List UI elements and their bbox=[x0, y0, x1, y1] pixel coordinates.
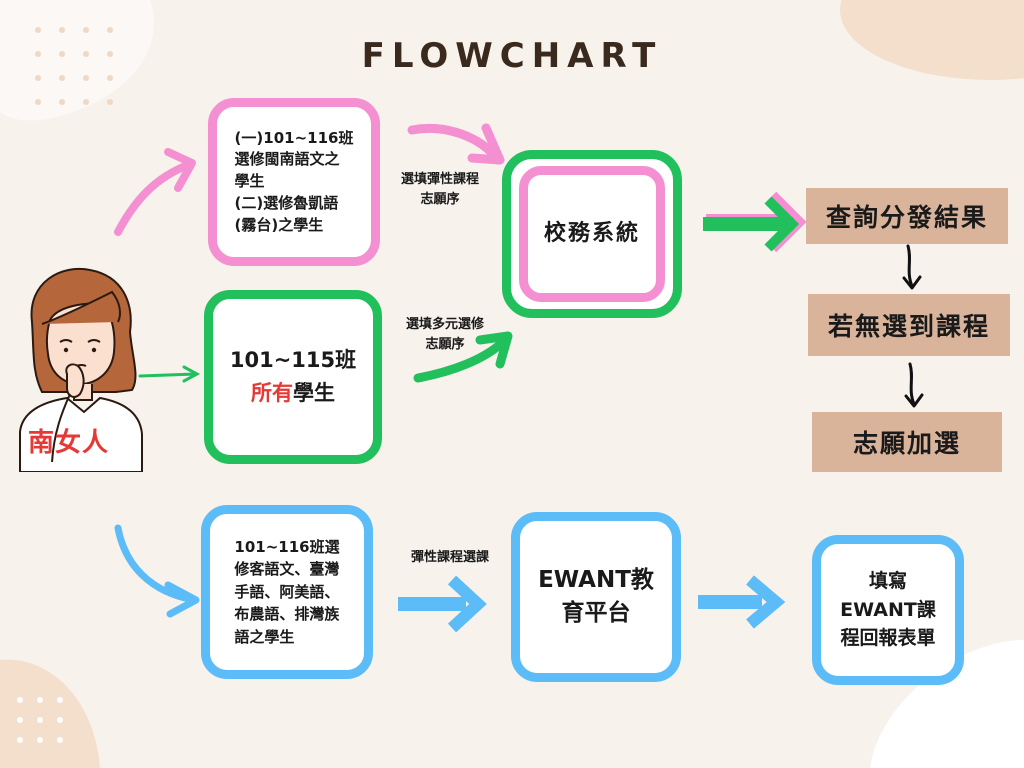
top-box-line: (霧台)之學生 bbox=[234, 215, 324, 234]
fill-form-line: EWANT課 bbox=[840, 598, 936, 621]
arrow-person-to-top bbox=[114, 148, 196, 236]
arrow-system-to-results bbox=[703, 191, 807, 253]
arrow-bottom-to-ewant bbox=[398, 575, 487, 633]
school-system-label: 校務系統 bbox=[543, 221, 640, 247]
top-box-line: 選修閩南語文之 bbox=[234, 150, 340, 169]
fill-form-box: 填寫 EWANT課 程回報表單 bbox=[812, 535, 964, 685]
mid-box-line: 所有學生 bbox=[230, 377, 356, 410]
edge-label-line: 志願序 bbox=[420, 192, 460, 208]
page-title: FLOWCHART bbox=[361, 36, 663, 76]
top-box-line: (二)選修魯凱語 bbox=[234, 193, 339, 212]
mid-box-line: 101~115班 bbox=[229, 348, 357, 373]
result-step-none-selected: 若無選到課程 bbox=[808, 294, 1010, 356]
bottom-box-line: 手語、阿美語、 bbox=[234, 582, 340, 601]
result-step-add-selection: 志願加選 bbox=[812, 412, 1002, 472]
target-group-box-top: (一)101~116班 選修閩南語文之 學生 (二)選修魯凱語 (霧台)之學生 bbox=[208, 98, 380, 266]
bottom-box-line: 語之學生 bbox=[234, 627, 295, 646]
fill-form-line: 程回報表單 bbox=[840, 627, 936, 650]
bottom-box-line: 101~116班選 bbox=[234, 537, 340, 556]
ewant-platform-box: EWANT教 育平台 bbox=[511, 512, 681, 682]
edge-label-line: 志願序 bbox=[425, 337, 465, 353]
edge-label-line: 選填彈性課程 bbox=[400, 172, 479, 187]
school-system-box: 校務系統 bbox=[502, 150, 682, 318]
result-step-query: 查詢分發結果 bbox=[806, 188, 1008, 244]
ewant-line: EWANT教 bbox=[538, 566, 654, 593]
arrow-top-to-system bbox=[407, 123, 505, 165]
arrow-ewant-to-fill bbox=[698, 575, 786, 629]
target-group-box-mid: 101~115班 所有學生 bbox=[204, 290, 382, 464]
target-group-box-bottom: 101~116班選 修客語文、臺灣 手語、阿美語、 布農語、排灣族 語之學生 bbox=[201, 505, 373, 679]
mid-box-rest: 學生 bbox=[293, 381, 335, 405]
fill-form-line: 填寫 bbox=[868, 570, 907, 593]
arrow-person-to-mid bbox=[138, 365, 201, 383]
edge-label-mid: 選填多元選修 志願序 bbox=[390, 315, 500, 355]
top-box-line: (一)101~116班 bbox=[234, 128, 354, 147]
arrow-step2-to-step3 bbox=[904, 362, 924, 408]
mid-box-highlight: 所有 bbox=[251, 381, 293, 405]
edge-label-line: 選填多元選修 bbox=[405, 317, 484, 332]
ewant-line: 育平台 bbox=[561, 600, 631, 626]
person-label: 南女人 bbox=[28, 428, 110, 458]
arrow-step1-to-step2 bbox=[902, 244, 922, 290]
student-avatar bbox=[19, 267, 143, 472]
bottom-box-line: 布農語、排灣族 bbox=[234, 605, 340, 624]
school-system-inner: 校務系統 bbox=[519, 166, 665, 302]
top-box-line: 學生 bbox=[234, 172, 265, 191]
edge-label-top: 選填彈性課程 志願序 bbox=[385, 170, 495, 210]
bottom-box-line: 修客語文、臺灣 bbox=[234, 560, 340, 579]
arrow-mid-to-system bbox=[413, 331, 513, 383]
arrow-person-to-bottom bbox=[114, 524, 200, 618]
edge-label-bottom: 彈性課程選課 bbox=[410, 550, 489, 565]
